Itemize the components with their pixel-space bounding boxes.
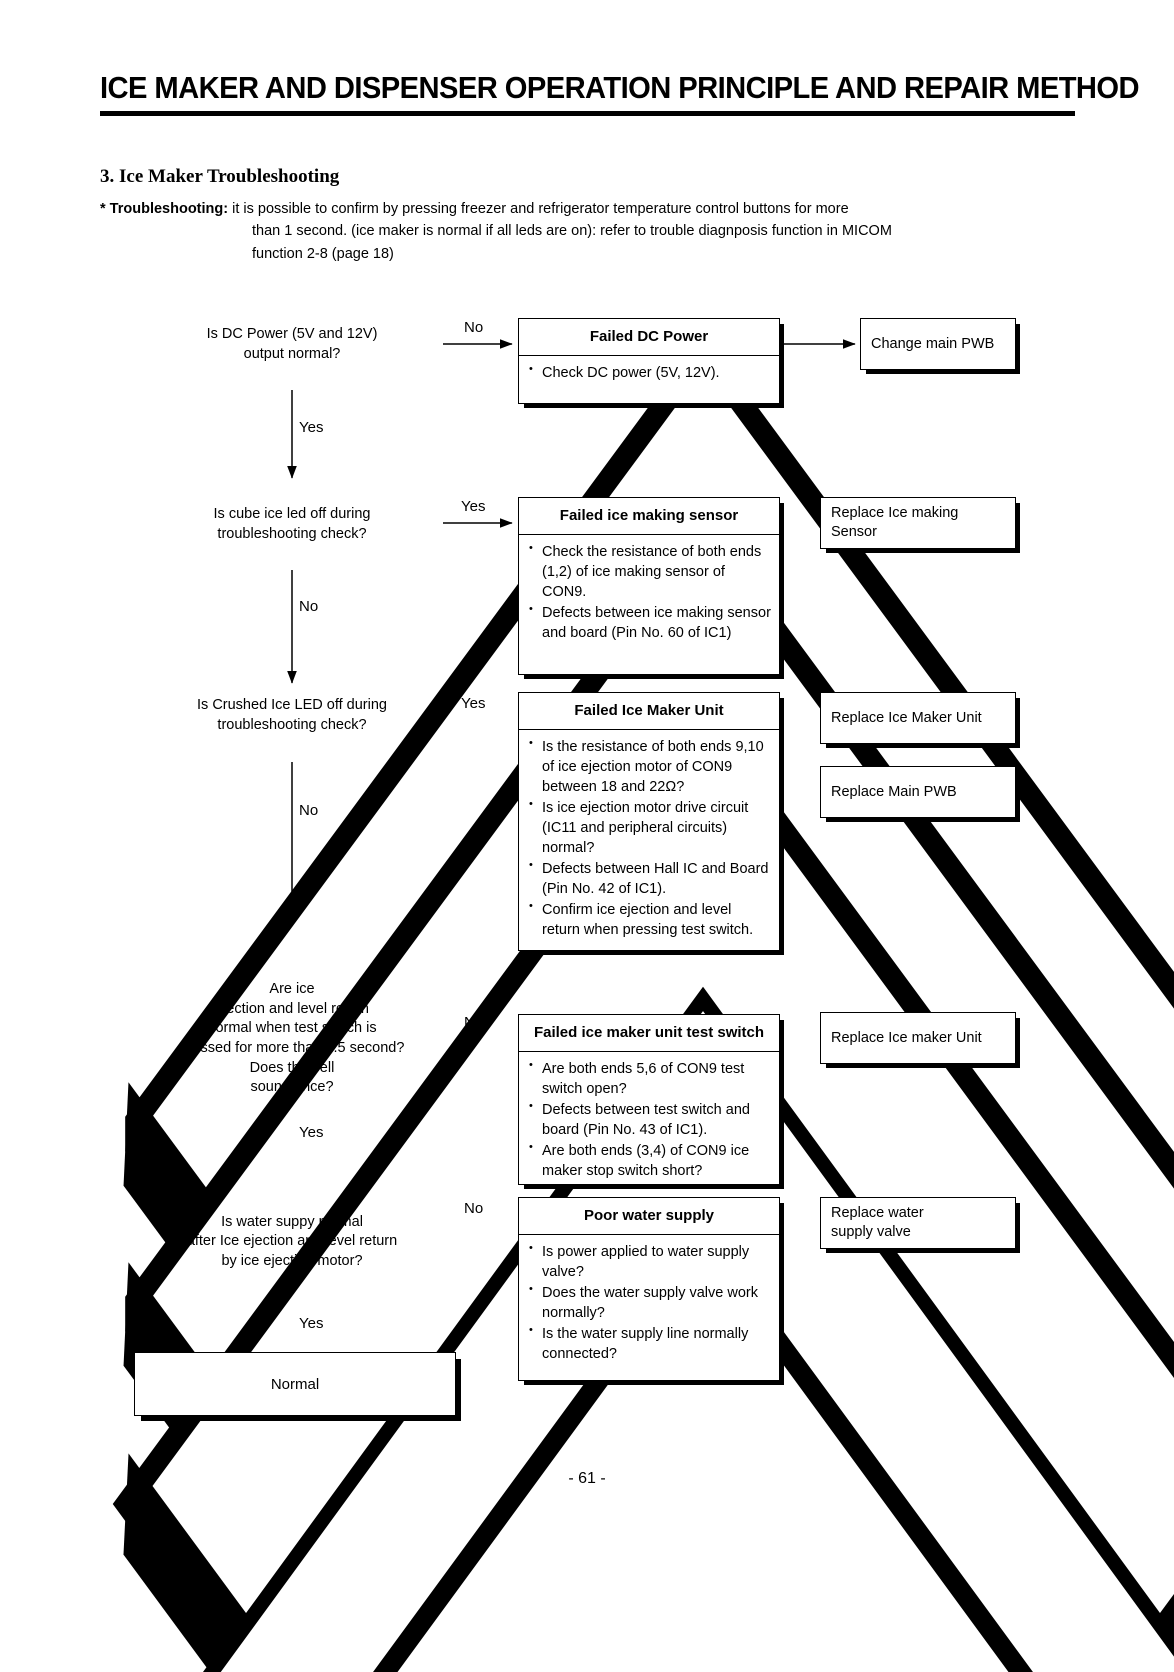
checklist-item: Confirm ice ejection and level return wh… [529, 899, 771, 940]
note-line-3: function 2-8 (page 18) [252, 245, 394, 262]
edge-label-yes-3: Yes [461, 695, 486, 712]
page-number: - 61 - [568, 1470, 606, 1487]
edge-label-yes-2: Yes [461, 498, 486, 515]
checklist-item: Check DC power (5V, 12V). [529, 362, 771, 383]
checklist-item: Are both ends 5,6 of CON9 test switch op… [529, 1058, 771, 1099]
edge-label-yes-5: Yes [299, 1315, 324, 1332]
fault-box-body: Check the resistance of both ends (1,2) … [519, 535, 779, 652]
diamond-shape [373, 1221, 1033, 1672]
edge-label-no-1: No [464, 319, 484, 336]
action-label: Replace Ice Maker Unit [831, 709, 982, 726]
section-heading: 3. Ice Maker Troubleshooting [100, 166, 340, 187]
action-label: Replace Ice maker Unit [831, 1029, 982, 1046]
fault-box-title: Failed DC Power [519, 319, 779, 356]
edge-label-yes-4: Yes [299, 1124, 324, 1141]
action-label: Change main PWB [871, 335, 995, 352]
edge-label-no-2: No [299, 598, 319, 615]
checklist: Is the resistance of both ends 9,10 of i… [529, 736, 771, 940]
checklist-item: Defects between Hall IC and Board (Pin N… [529, 858, 771, 899]
checklist-item: Is the water supply line normally connec… [529, 1323, 771, 1364]
checklist-item: Is the resistance of both ends 9,10 of i… [529, 736, 771, 797]
fault-box-title: Failed Ice Maker Unit [519, 693, 779, 730]
edge-label-no-4: No [464, 1014, 484, 1031]
header-rule [100, 110, 1075, 116]
decision-dc-power[interactable]: Is DC Power (5V and 12V)output normal? [116, 298, 1174, 1672]
terminator-label: Normal [270, 1375, 320, 1393]
checklist-item: Check the resistance of both ends (1,2) … [529, 541, 771, 602]
fault-box-body: Are both ends 5,6 of CON9 test switch op… [519, 1052, 779, 1190]
fault-box-title: Poor water supply [519, 1198, 779, 1235]
action-box-replace-ice-maker-unit-2[interactable]: Replace Ice maker Unit [820, 1012, 1016, 1064]
edge-label-yes-1: Yes [299, 419, 324, 436]
checklist: Is power applied to water supply valve? … [529, 1241, 771, 1364]
checklist: Are both ends 5,6 of CON9 test switch op… [529, 1058, 771, 1181]
fault-box-failed-dc-power: Failed DC Power Check DC power (5V, 12V)… [518, 318, 780, 404]
checklist: Check DC power (5V, 12V). [529, 362, 771, 383]
note-label: * Troubleshooting: [100, 201, 229, 217]
edge-label-no-5: No [464, 1200, 484, 1217]
note-text-1: it is possible to confirm by pressing fr… [232, 201, 849, 217]
fault-box-title: Failed ice maker unit test switch [519, 1015, 779, 1052]
fault-box-poor-water-supply: Poor water supply Is power applied to wa… [518, 1197, 780, 1381]
checklist-item: Does the water supply valve work normall… [529, 1282, 771, 1323]
fault-box-title: Failed ice making sensor [519, 498, 779, 535]
checklist-item: Defects between ice making sensor and bo… [529, 602, 771, 643]
action-label: Replace Main PWB [831, 783, 957, 800]
troubleshooting-note: * Troubleshooting: it is possible to con… [100, 198, 1060, 265]
checklist: Check the resistance of both ends (1,2) … [529, 541, 771, 643]
page-header: ICE MAKER AND DISPENSER OPERATION PRINCI… [100, 70, 1140, 116]
fault-box-failed-ice-maker-unit: Failed Ice Maker Unit Is the resistance … [518, 692, 780, 951]
fault-box-body: Is power applied to water supply valve? … [519, 1235, 779, 1373]
checklist-item: Is power applied to water supply valve? [529, 1241, 771, 1282]
checklist-item: Defects between test switch and board (P… [529, 1099, 771, 1140]
fault-box-body: Check DC power (5V, 12V). [519, 356, 779, 392]
note-line-1: * Troubleshooting: it is possible to con… [100, 198, 1060, 220]
action-box-replace-ice-maker-unit[interactable]: Replace Ice Maker Unit [820, 692, 1016, 744]
action-box-change-main-pwb[interactable]: Change main PWB [860, 318, 1016, 370]
edge-label-no-3: No [299, 802, 319, 819]
note-line-2: than 1 second. (ice maker is normal if a… [252, 223, 892, 240]
fault-box-failed-ice-making-sensor: Failed ice making sensor Check the resis… [518, 497, 780, 675]
checklist-item: Are both ends (3,4) of CON9 ice maker st… [529, 1140, 771, 1181]
fault-box-failed-test-switch: Failed ice maker unit test switch Are bo… [518, 1014, 780, 1185]
fault-box-body: Is the resistance of both ends 9,10 of i… [519, 730, 779, 949]
action-box-replace-main-pwb[interactable]: Replace Main PWB [820, 766, 1016, 818]
page-title: ICE MAKER AND DISPENSER OPERATION PRINCI… [100, 70, 1140, 105]
checklist-item: Is ice ejection motor drive circuit (IC1… [529, 797, 771, 858]
terminator-normal: Normal [134, 1352, 456, 1416]
